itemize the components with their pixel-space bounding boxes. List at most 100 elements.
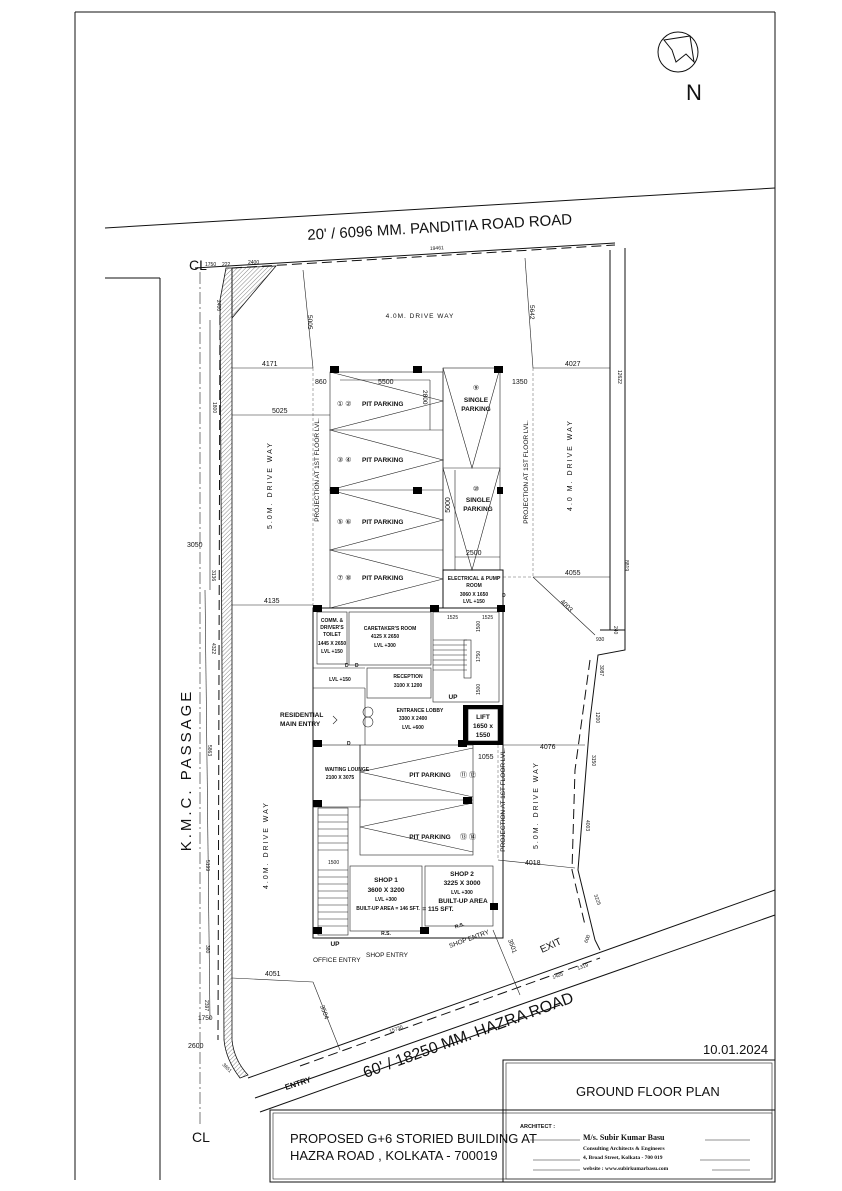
- rolling-shutter-label: R.S.: [454, 922, 466, 931]
- electrical-pump-room: ELECTRICAL & PUMP ROOM 3060 X 1650 LVL +…: [442, 569, 504, 609]
- dim-label: 1750: [205, 262, 216, 268]
- dim-label: 4051: [265, 971, 281, 978]
- room-name: DRIVER'S: [320, 625, 344, 631]
- room-area: = 115 SFT.: [422, 906, 453, 913]
- dim-label: 1525: [482, 615, 493, 621]
- dim-label: 8819: [623, 560, 629, 571]
- dim-label: 2800: [421, 390, 428, 405]
- title-block: 10.01.2024 GROUND FLOOR PLAN PROPOSED G+…: [269, 1042, 776, 1183]
- dim-label: 19461: [430, 245, 444, 252]
- entry-label: ENTRY: [284, 1075, 313, 1092]
- dim-label: 1500: [476, 684, 482, 695]
- room-name: ELECTRICAL & PUMP: [448, 576, 501, 582]
- door-label: D: [502, 593, 506, 599]
- dim-label: 5000: [445, 497, 452, 513]
- parking-label: PIT PARKING: [409, 834, 450, 841]
- project-title: HAZRA ROAD , KOLKATA - 700019: [290, 1148, 498, 1163]
- architect-firm: M/s. Subir Kumar Basu: [583, 1133, 665, 1142]
- projection-label-left: PROJECTION AT 1ST FLOOR LVL.: [314, 418, 321, 522]
- dim-label: 4027: [565, 361, 581, 368]
- dim-label: 5025: [272, 408, 288, 415]
- parking-number: ③ ④: [337, 456, 352, 464]
- architect-subtitle: Consulting Architects & Engineers: [583, 1146, 665, 1152]
- dim-label: 5863: [206, 745, 212, 756]
- dim-label: 4018: [525, 860, 541, 867]
- office-entry-label: OFFICE ENTRY: [313, 957, 361, 964]
- drawing-title: GROUND FLOOR PLAN: [576, 1084, 720, 1099]
- parking-number: ⑩: [473, 485, 479, 493]
- cl-label-top: CL: [189, 257, 207, 273]
- parking-label: SINGLE: [464, 397, 489, 404]
- sheet-border: [74, 11, 776, 1180]
- road-label-bottom: 60' / 18250 MM. HAZRA ROAD: [361, 990, 576, 1082]
- north-arrow-icon: N: [657, 31, 702, 105]
- room-name: CARETAKER'S ROOM: [364, 626, 417, 632]
- architect-address: 4, Broad Street, Kolkata - 700 019: [583, 1155, 663, 1161]
- architect-label: ARCHITECT :: [520, 1124, 555, 1130]
- dim-label: 2600: [188, 1043, 204, 1050]
- dim-label: 3150: [590, 755, 596, 766]
- parking-area: ① ② PIT PARKING ③ ④ PIT PARKING ⑤ ⑥ PIT …: [328, 367, 501, 609]
- dim-label: 4076: [540, 744, 556, 751]
- dim-label: 3225: [592, 894, 602, 907]
- driveway-top: 4.0M. DRIVE WAY: [386, 313, 455, 320]
- cl-label-bottom: CL: [192, 1129, 210, 1145]
- driveways: 4.0M. DRIVE WAY 5.0M. DRIVE WAY 4.0M. DR…: [263, 313, 574, 889]
- panditia-road: 20' / 6096 MM. PANDITIA ROAD ROAD 19461: [104, 187, 776, 269]
- parking-number: ⑪ ⑫: [460, 771, 476, 779]
- dim-label: 3087: [598, 665, 604, 676]
- room-size: 1550: [476, 732, 491, 739]
- dim-label: 4003: [559, 598, 574, 613]
- room-level: LVL +300: [375, 897, 397, 903]
- architect-website: website : www.subirkumarbasu.com: [583, 1166, 669, 1172]
- driveway-right-lower: 5.0M. DRIVE WAY: [533, 761, 540, 849]
- door-label: D: [345, 663, 349, 669]
- kmc-passage: K.M.C. PASSAGE CL CL: [105, 257, 210, 1180]
- room-level: LVL +150: [321, 649, 343, 655]
- dim-label: 1750: [198, 1015, 213, 1022]
- parking-label: PIT PARKING: [362, 575, 403, 582]
- room-level: LVL +150: [463, 599, 485, 605]
- parking-number: ⑤ ⑥: [337, 518, 352, 526]
- dim-label: 5005: [306, 315, 313, 330]
- dim-label: 2397: [203, 1000, 209, 1011]
- room-level: LVL +150: [329, 677, 351, 683]
- driveway-left-upper: 5.0M. DRIVE WAY: [267, 441, 274, 529]
- driveway-left-lower: 4.0M. DRIVE WAY: [263, 801, 270, 889]
- dim-label: 2400: [215, 300, 221, 311]
- driveway-right-upper: 4.0 M. DRIVE WAY: [567, 419, 574, 511]
- room-area: BUILT-UP AREA = 146 SFT.: [356, 906, 420, 912]
- room-size: 3600 X 3200: [368, 887, 405, 894]
- parking-number: ⑦ ⑧: [337, 574, 352, 582]
- dim-label: 4055: [565, 570, 581, 577]
- parking-label: PARKING: [461, 406, 491, 413]
- room-size: 1445 X 2650: [318, 641, 347, 647]
- parking-label: PIT PARKING: [362, 401, 403, 408]
- dim-label: 600: [584, 934, 593, 944]
- room-size: 3300 X 2400: [399, 716, 428, 722]
- road-label-left: K.M.C. PASSAGE: [178, 689, 195, 852]
- dim-label: 380: [204, 945, 210, 954]
- room-name: SHOP 1: [374, 877, 398, 884]
- room-name: TOILET: [323, 632, 341, 638]
- dim-label: 4003: [584, 820, 590, 831]
- dim-label: 4171: [262, 361, 278, 368]
- dim-label: 3501: [506, 938, 518, 954]
- room-name: ROOM: [466, 583, 482, 589]
- shop-entry-label: SHOP ENTRY: [366, 952, 409, 959]
- dim-label: 5199: [204, 860, 210, 871]
- dim-label: 1500: [476, 621, 482, 632]
- dim-label: 1800: [211, 402, 217, 413]
- room-name: LIFT: [476, 714, 490, 721]
- dim-label: 1350: [512, 379, 528, 386]
- dim-label: 3504: [318, 1004, 330, 1020]
- dim-label: 930: [596, 637, 605, 643]
- room-name: RECEPTION: [393, 674, 423, 680]
- dim-label: 2500: [466, 550, 482, 557]
- dim-label: 5642: [528, 305, 535, 320]
- exit-label: EXIT: [539, 936, 564, 955]
- dim-label: 3136: [210, 570, 216, 581]
- project-title: PROPOSED G+6 STORIED BUILDING AT: [290, 1131, 537, 1146]
- parking-label: PIT PARKING: [409, 772, 450, 779]
